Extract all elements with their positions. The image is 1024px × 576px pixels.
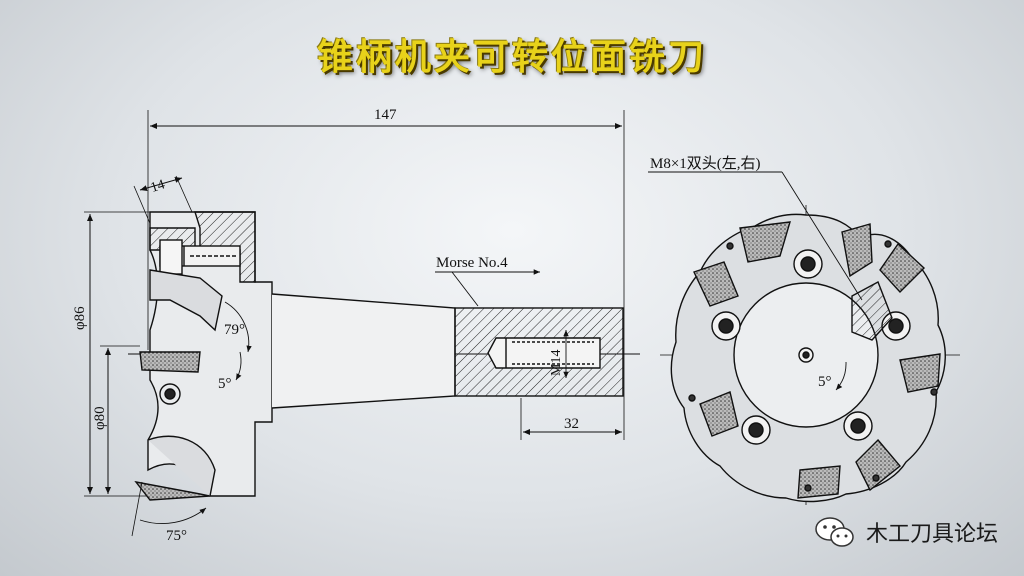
dimension-14-label: 14 [149, 177, 167, 196]
screw-section [851, 281, 893, 341]
insert-5 [797, 465, 841, 499]
angle-79-label: 79° [224, 322, 245, 338]
insert-4 [855, 438, 901, 492]
insert-3 [899, 353, 941, 393]
insert-1 [841, 223, 873, 278]
dimension-80-label: φ80 [92, 406, 108, 430]
thread-m14-label: M14 [549, 350, 564, 376]
watermark-text: 木工刀具论坛 [865, 522, 998, 547]
side-view [84, 110, 640, 537]
dimension-32-label: 32 [564, 416, 579, 432]
dimension-86-label: φ86 [72, 306, 88, 330]
insert-hole [159, 383, 181, 405]
dimension-147-label: 147 [374, 107, 397, 123]
angle-5-right-label: 5° [818, 374, 832, 390]
dimension-14-line [139, 177, 183, 191]
angle-5-left-arc [235, 351, 242, 381]
insert-8 [739, 221, 791, 263]
angle-75-label: 75° [166, 528, 187, 544]
watermark: 木工刀具论坛 [814, 514, 998, 550]
angle-5-left-label: 5° [218, 376, 232, 392]
insert-middle [139, 351, 201, 373]
screw-spec-label: M8×1双头(左,右) [650, 155, 761, 172]
insert-7 [693, 261, 739, 307]
insert-top [149, 269, 223, 332]
front-view [648, 171, 960, 505]
angle-79-arc [224, 301, 252, 353]
angle-5-right-arc [835, 361, 847, 391]
insert-2 [879, 242, 926, 294]
slide-title: 锥柄机夹可转位面铣刀 [316, 37, 707, 78]
wechat-icon [815, 517, 854, 547]
angle-75-arc [139, 507, 207, 524]
morse-taper-label: Morse No.4 [436, 255, 508, 271]
morse-leader [451, 271, 479, 307]
taper-shank [271, 293, 456, 409]
insert-6 [699, 391, 739, 437]
